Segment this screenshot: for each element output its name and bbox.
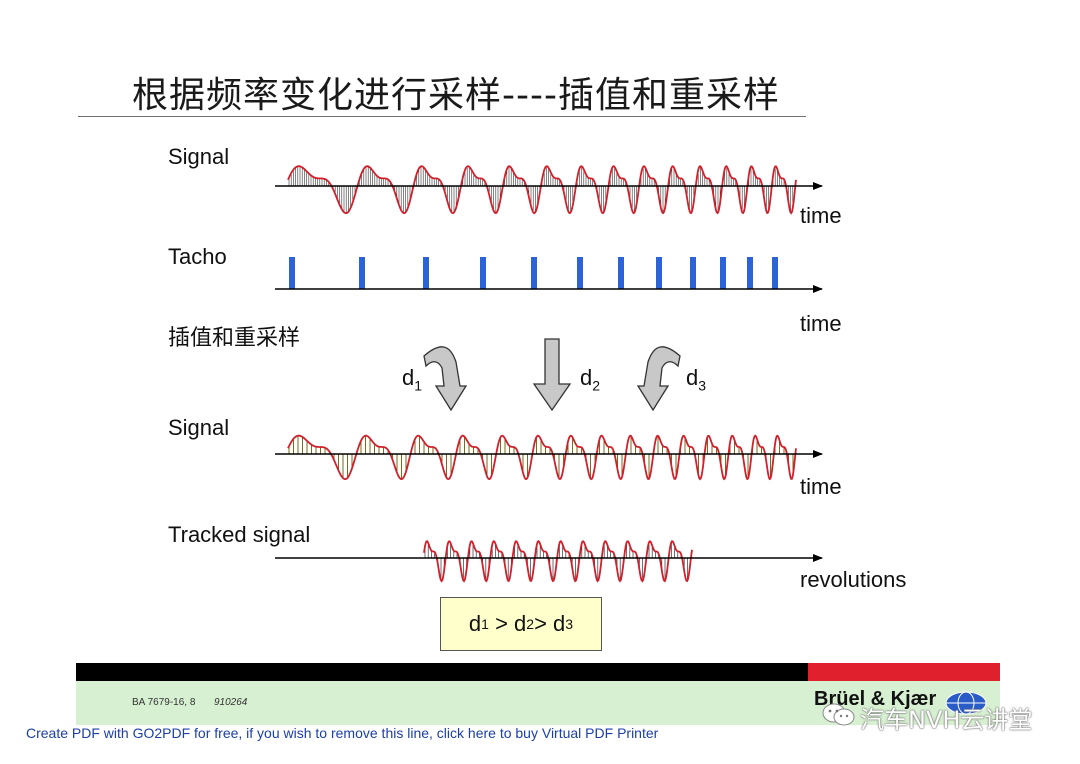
- curved-arrow-icon: [636, 346, 681, 412]
- tacho-pulse: [423, 257, 429, 289]
- tracked-waveform: [423, 539, 693, 583]
- curved-arrow-icon: [423, 346, 468, 412]
- tacho-pulse: [289, 257, 295, 289]
- tacho-pulse: [690, 257, 696, 289]
- tacho-label: Tacho: [168, 244, 227, 269]
- resampled-sample-lines: [288, 435, 794, 480]
- interpolation-label: 插值和重采样: [168, 326, 301, 351]
- footer-black-bar: [76, 663, 808, 681]
- arrow-d3: [636, 346, 681, 412]
- resampled-waveform: [287, 434, 797, 481]
- tacho-pulse: [577, 257, 583, 289]
- d2-label: d2: [580, 365, 601, 394]
- arrow-d2: [532, 338, 572, 412]
- down-arrow-icon: [532, 338, 572, 412]
- tacho-pulse: [772, 257, 778, 289]
- tacho-pulses: [289, 257, 778, 289]
- d1-label: d1: [402, 365, 423, 394]
- signal-row: [275, 165, 823, 215]
- watermark-text: 汽车NVH云讲堂: [860, 706, 1033, 734]
- document-number: 910264: [214, 697, 248, 708]
- signal-waveform: [287, 165, 797, 215]
- time-axis-label-3: time: [800, 474, 842, 499]
- d3-label: d3: [686, 365, 707, 394]
- pdf-notice-link[interactable]: Create PDF with GO2PDF for free, if you …: [26, 725, 659, 741]
- footer-red-bar: [808, 663, 1000, 681]
- arrow-d1: [423, 346, 468, 412]
- tacho-pulse: [618, 257, 624, 289]
- brand-logo-text: Brüel & Kjær: [814, 688, 937, 710]
- time-axis-label-1: time: [800, 203, 842, 228]
- tracked-signal-label: Tracked signal: [168, 522, 311, 547]
- tacho-pulse: [531, 257, 537, 289]
- tacho-pulse: [720, 257, 726, 289]
- tacho-pulse: [480, 257, 486, 289]
- resampled-signal-label: Signal: [168, 415, 230, 440]
- resampled-row: [275, 434, 823, 481]
- signal-label: Signal: [168, 144, 230, 169]
- globe-logo-icon: [945, 691, 987, 715]
- title-divider: [78, 116, 806, 117]
- slide-title: 根据频率变化进行采样----插值和重采样: [132, 75, 780, 116]
- revolutions-axis-label: revolutions: [800, 567, 907, 592]
- tracked-row: [275, 539, 823, 583]
- time-axis-label-2: time: [800, 311, 842, 336]
- tacho-pulse: [656, 257, 662, 289]
- document-code: BA 7679-16, 8: [132, 697, 196, 708]
- tacho-pulse: [747, 257, 753, 289]
- tacho-row: [275, 257, 823, 293]
- tacho-pulse: [359, 257, 365, 289]
- wechat-icon: [822, 703, 855, 726]
